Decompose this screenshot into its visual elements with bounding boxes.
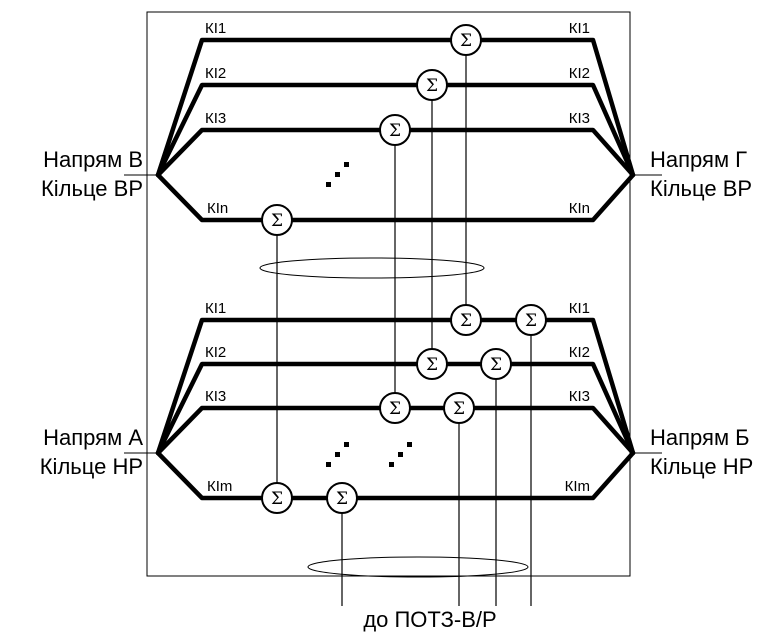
summer-bottom-ma: Σ: [261, 482, 293, 514]
top-right-ring-label: Кільце ВР: [650, 176, 752, 201]
summer-bottom-2b: Σ: [480, 348, 512, 380]
summer-bottom-3b: Σ: [443, 392, 475, 424]
frame: [146, 11, 631, 577]
bottom-ellipsis-dots-right: [389, 442, 412, 467]
summer-top-1: Σ: [450, 24, 482, 56]
top-bundle-ellipse: [259, 257, 485, 279]
summer-bottom-1b: Σ: [515, 304, 547, 336]
svg-text:Σ: Σ: [271, 211, 283, 231]
top-channel-n-path: [155, 172, 636, 223]
svg-text:Σ: Σ: [426, 355, 438, 375]
top-ch2-left-label: КІ2: [205, 65, 226, 82]
top-ch1-left-label: КІ1: [205, 20, 226, 37]
bottom-ch3-right-label: КІ3: [569, 388, 590, 405]
bottom-right-ring-label: Кільце НР: [650, 454, 753, 479]
summer-bottom-3a: Σ: [379, 392, 411, 424]
svg-text:Σ: Σ: [389, 121, 401, 141]
bottom-ch1-right-label: КІ1: [569, 300, 590, 317]
bottom-channel-1-path: [155, 317, 636, 456]
top-chn-right-label: КІn: [569, 200, 590, 217]
summer-top-2: Σ: [416, 69, 448, 101]
top-chn-left-label: КІn: [207, 200, 228, 217]
bottom-chm-left-label: КІm: [207, 478, 232, 495]
svg-text:Σ: Σ: [525, 311, 537, 331]
svg-text:Σ: Σ: [389, 399, 401, 419]
top-left-ring-label: Кільце ВР: [41, 176, 143, 201]
svg-text:Σ: Σ: [460, 311, 472, 331]
bottom-ch3-left-label: КІ3: [205, 388, 226, 405]
top-right-direction-label: Напрям Г: [650, 147, 747, 172]
bottom-ch2-left-label: КІ2: [205, 344, 226, 361]
svg-text:Σ: Σ: [460, 31, 472, 51]
svg-text:Σ: Σ: [271, 489, 283, 509]
tap-lines: [276, 55, 532, 606]
top-ch3-left-label: КІ3: [205, 110, 226, 127]
summer-top-3: Σ: [379, 114, 411, 146]
summer-bottom-1a: Σ: [450, 304, 482, 336]
top-channel-2-path: [155, 82, 636, 178]
top-channel-1-path: [155, 37, 636, 178]
top-ch1-right-label: КІ1: [569, 20, 590, 37]
bottom-right-direction-label: Напрям Б: [650, 425, 750, 450]
bottom-ch1-left-label: КІ1: [205, 300, 226, 317]
bottom-left-ring-label: Кільце НР: [40, 454, 143, 479]
svg-text:Σ: Σ: [426, 76, 438, 96]
side-ticks: [124, 174, 662, 454]
bottom-chm-right-label: КІm: [565, 478, 590, 495]
bottom-bundle-ellipse: [307, 556, 529, 578]
output-label: до ПОТЗ-В/Р: [363, 607, 496, 632]
top-ellipsis-dots: [326, 162, 349, 187]
bottom-left-direction-label: Напрям А: [43, 425, 143, 450]
svg-text:Σ: Σ: [453, 399, 465, 419]
bottom-ch2-right-label: КІ2: [569, 344, 590, 361]
summer-bottom-2a: Σ: [416, 348, 448, 380]
bottom-ellipsis-dots-left: [326, 442, 349, 467]
svg-text:Σ: Σ: [490, 355, 502, 375]
svg-text:Σ: Σ: [336, 489, 348, 509]
top-left-direction-label: Напрям В: [43, 147, 143, 172]
summers: Σ Σ Σ Σ Σ Σ Σ Σ Σ Σ Σ Σ: [261, 24, 547, 514]
bottom-channel-m-path: [155, 450, 636, 501]
summer-bottom-mb: Σ: [326, 482, 358, 514]
bottom-channel-2-path: [155, 361, 636, 456]
top-ch2-right-label: КІ2: [569, 65, 590, 82]
top-ch3-right-label: КІ3: [569, 110, 590, 127]
summer-top-n: Σ: [261, 204, 293, 236]
